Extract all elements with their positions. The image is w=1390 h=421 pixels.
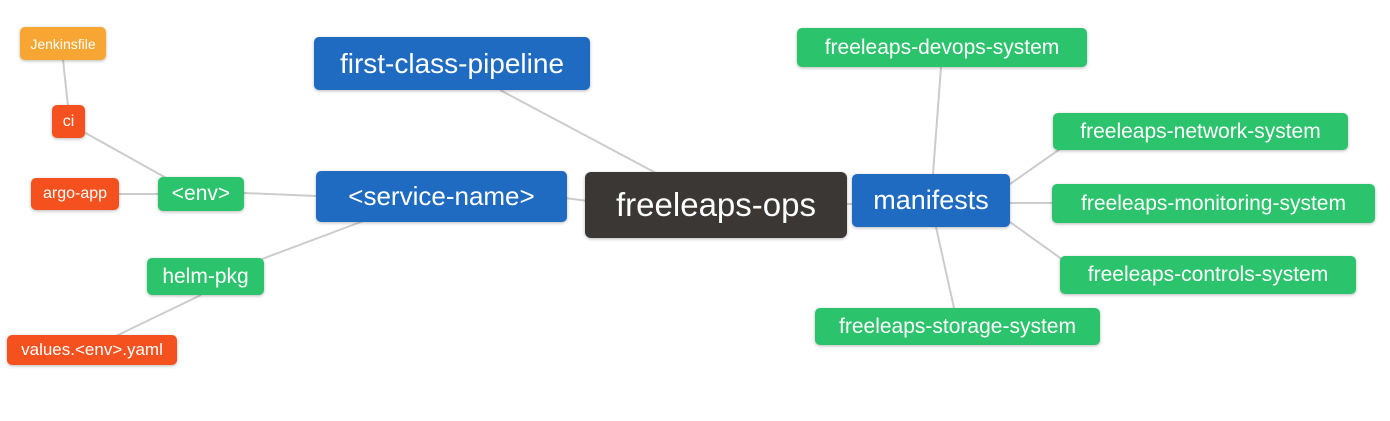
edge-ci-env: [81, 130, 169, 180]
node-helm-pkg[interactable]: helm-pkg: [147, 258, 264, 295]
node-freeleaps-storage-system[interactable]: freeleaps-storage-system: [815, 308, 1100, 345]
edge-manifests-storage: [935, 226, 955, 309]
node-argo-app[interactable]: argo-app: [31, 178, 119, 210]
node-freeleaps-monitoring-system[interactable]: freeleaps-monitoring-system: [1052, 184, 1375, 223]
edge-helm-pkg-service-name: [261, 219, 367, 260]
edge-env-service-name: [243, 192, 317, 197]
node-freeleaps-controls-system[interactable]: freeleaps-controls-system: [1060, 256, 1356, 294]
edge-pipeline-freeleaps-ops: [499, 89, 657, 174]
edge-manifests-controls: [1009, 221, 1064, 261]
edge-values-helm-pkg: [115, 294, 202, 337]
node-values-env-yaml[interactable]: values.<env>.yaml: [7, 335, 177, 365]
edge-jenkinsfile-ci: [62, 59, 69, 107]
node-ci[interactable]: ci: [52, 105, 85, 138]
edge-service-freeleaps-ops: [564, 197, 589, 202]
node-freeleaps-ops[interactable]: freeleaps-ops: [585, 172, 847, 238]
edge-manifests-network: [1009, 148, 1061, 185]
node-first-class-pipeline[interactable]: first-class-pipeline: [314, 37, 590, 90]
node-freeleaps-network-system[interactable]: freeleaps-network-system: [1053, 113, 1348, 150]
edge-manifests-devops: [932, 66, 942, 175]
node-env[interactable]: <env>: [158, 177, 244, 211]
node-service-name[interactable]: <service-name>: [316, 171, 567, 222]
node-jenkinsfile[interactable]: Jenkinsfile: [20, 27, 106, 60]
node-manifests[interactable]: manifests: [852, 174, 1010, 227]
node-freeleaps-devops-system[interactable]: freeleaps-devops-system: [797, 28, 1087, 67]
